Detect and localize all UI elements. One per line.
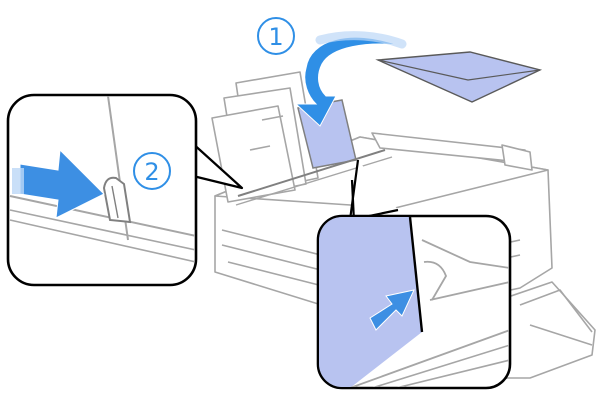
output-tray <box>505 282 595 378</box>
envelope-incoming <box>378 52 540 102</box>
step-2-number: 2 <box>144 158 159 186</box>
insert-arrow <box>296 36 402 126</box>
right-callout <box>318 216 510 388</box>
step-1-number: 1 <box>268 23 283 51</box>
step-1-marker: 1 <box>258 18 294 54</box>
step-2-marker: 2 <box>134 153 170 189</box>
left-callout <box>8 95 196 285</box>
